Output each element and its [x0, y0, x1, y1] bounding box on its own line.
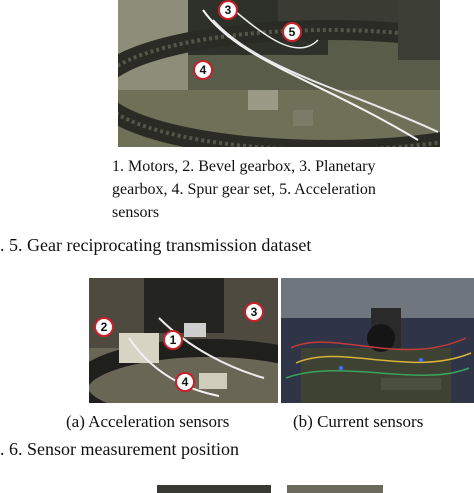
- figure5-legend-line-2: gearbox, 4. Spur gear set, 5. Accelerati…: [112, 181, 376, 198]
- figure5-photo: 3 5 4: [118, 0, 440, 147]
- gearbox-scene-image: [118, 0, 440, 147]
- photo-label-4: 4: [193, 60, 213, 80]
- next-figure-photo-left: [157, 485, 271, 493]
- current-sensor-image: [281, 278, 474, 403]
- photo-a-label-4: 4: [175, 372, 195, 392]
- figure6-caption: . 6. Sensor measurement position: [0, 439, 239, 459]
- photo-a-label-2: 2: [94, 317, 114, 337]
- figure5-legend-line-1: 1. Motors, 2. Bevel gearbox, 3. Planetar…: [112, 158, 376, 175]
- figure6-photo-a: 2 1 3 4: [89, 278, 278, 403]
- photo-a-label-3: 3: [244, 302, 264, 322]
- photo-label-5: 5: [282, 22, 302, 42]
- subcaption-a: (a) Acceleration sensors: [66, 412, 230, 431]
- figure6-photo-b: [281, 278, 474, 403]
- acceleration-sensor-image: [89, 278, 278, 403]
- next-figure-photo-right: [287, 485, 383, 493]
- subcaption-b: (b) Current sensors: [293, 412, 424, 431]
- photo-label-3: 3: [218, 0, 238, 20]
- figure5-legend-line-3: sensors: [112, 204, 160, 221]
- photo-a-label-1: 1: [163, 330, 183, 350]
- figure5-caption: . 5. Gear reciprocating transmission dat…: [0, 235, 312, 255]
